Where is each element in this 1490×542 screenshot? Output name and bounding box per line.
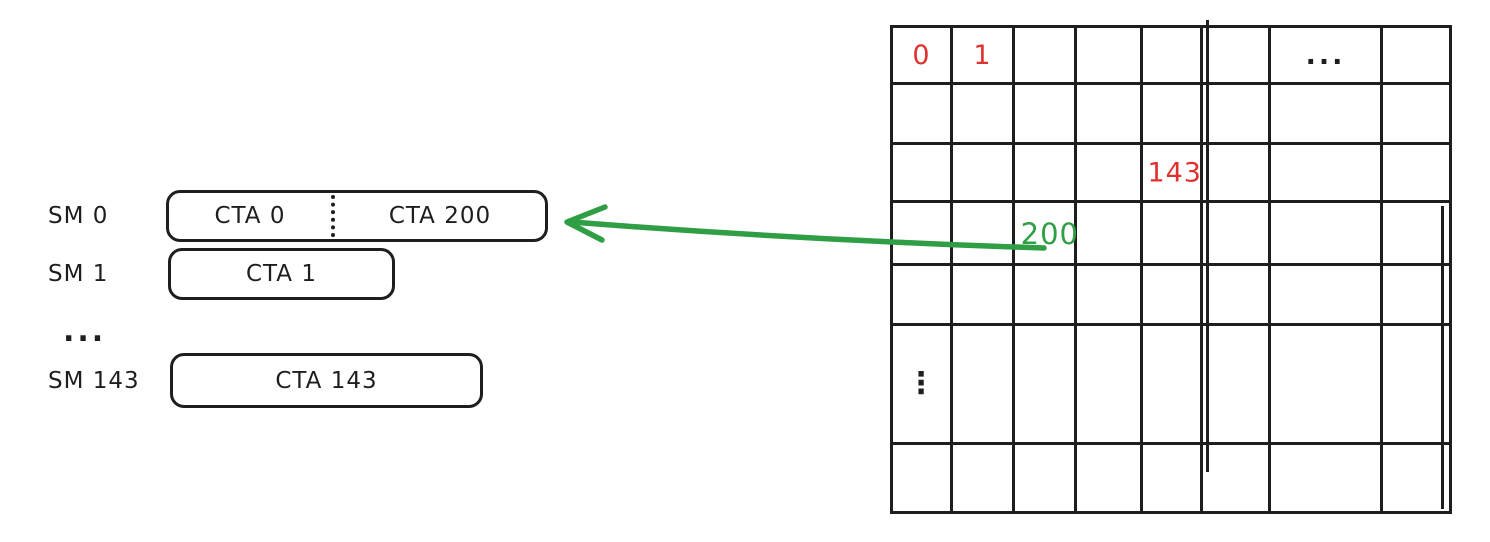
grid-cell-r2c3	[1077, 145, 1143, 203]
grid-cell-r6c6	[1271, 445, 1383, 511]
grid-label-r3c2: 200	[1020, 217, 1079, 251]
grid-label-r2c4: 143	[1147, 157, 1202, 188]
grid-cell-r0c0: 0	[893, 28, 953, 85]
grid-cell-r4c5	[1203, 266, 1271, 326]
grid-cell-r5c1	[953, 326, 1015, 445]
cta-grid: 0 1... 143 200 ⋮	[890, 20, 1452, 514]
grid-cell-r0c5	[1203, 28, 1271, 85]
grid-cell-r4c6	[1271, 266, 1383, 326]
grid-cell-r1c6	[1271, 85, 1383, 145]
grid-cell-r2c2	[1015, 145, 1077, 203]
grid-cell-r6c7	[1383, 445, 1449, 511]
grid-cell-r5c0: ⋮	[893, 326, 953, 445]
grid-cell-r4c3	[1077, 266, 1143, 326]
grid-cell-r6c1	[953, 445, 1015, 511]
grid-cell-r4c0	[893, 266, 953, 326]
grid-cell-r1c0	[893, 85, 953, 145]
grid-label-r0c6: ...	[1305, 39, 1346, 71]
grid-cell-r1c7	[1383, 85, 1449, 145]
grid-cell-r3c6	[1271, 203, 1383, 266]
sm-143-label: SM 143	[48, 367, 140, 394]
grid-cell-r6c3	[1077, 445, 1143, 511]
grid-cell-r0c1: 1	[953, 28, 1015, 85]
grid-cell-r0c2	[1015, 28, 1077, 85]
grid-cell-r2c4: 143	[1143, 145, 1203, 203]
grid-cell-r4c4	[1143, 266, 1203, 326]
grid-cell-r4c2	[1015, 266, 1077, 326]
grid-cell-r0c4	[1143, 28, 1203, 85]
grid-cell-r3c2: 200	[1015, 203, 1079, 266]
sm-1-label: SM 1	[48, 261, 109, 287]
sm-0-label: SM 0	[48, 203, 109, 229]
grid-cell-r3c3	[1077, 203, 1143, 266]
grid-cell-r1c1	[953, 85, 1015, 145]
sm-row-1: SM 1 CTA 1	[0, 248, 420, 300]
grid-cell-r3c0	[893, 203, 953, 266]
grid-label-r5c0: ⋮	[906, 365, 937, 401]
hand-drawn-double-line-artifact	[1206, 20, 1209, 472]
grid-cell-r0c7	[1383, 28, 1449, 85]
grid-cell-r4c1	[953, 266, 1015, 326]
cta-0-label: CTA 0	[214, 203, 286, 229]
grid-label-r0c0: 0	[912, 39, 931, 71]
grid-cell-r6c4	[1143, 445, 1203, 511]
grid-label-r0c1: 1	[973, 39, 992, 71]
hand-drawn-double-edge-artifact	[1441, 206, 1444, 509]
grid-cell-r2c5	[1203, 145, 1271, 203]
sm-row-143: SM 143 CTA 143	[0, 353, 500, 408]
sm-143-cta-box: CTA 143	[170, 353, 483, 408]
grid-cell-r6c5	[1203, 445, 1271, 511]
cta-1-label: CTA 1	[245, 261, 317, 287]
grid-cell-r1c4	[1143, 85, 1203, 145]
grid-cell-r6c0	[893, 445, 953, 511]
grid-cell-r2c0	[893, 145, 953, 203]
sm-list-ellipsis: ...	[63, 314, 107, 349]
cta-box-dotted-divider	[331, 195, 335, 237]
grid-cell-r3c5	[1203, 203, 1271, 266]
grid-cell-r6c2	[1015, 445, 1077, 511]
grid-cell-r5c5	[1203, 326, 1271, 445]
cta-143-label: CTA 143	[275, 367, 378, 394]
grid-cell-r0c6: ...	[1271, 28, 1383, 85]
grid-cell-r5c6	[1271, 326, 1383, 445]
cta-200-label: CTA 200	[388, 203, 492, 229]
grid-cell-r1c5	[1203, 85, 1271, 145]
sm-row-0: SM 0 CTA 0 CTA 200	[0, 190, 560, 242]
grid-cell-r1c2	[1015, 85, 1077, 145]
grid-cell-r5c3	[1077, 326, 1143, 445]
grid-cell-r1c3	[1077, 85, 1143, 145]
grid-cell-r5c7	[1383, 326, 1449, 445]
grid-cell-r2c6	[1271, 145, 1383, 203]
grid-cell-r5c2	[1015, 326, 1077, 445]
sm-1-cta-box: CTA 1	[168, 248, 395, 300]
grid-cell-r3c1	[953, 203, 1015, 266]
sm-0-cta-box: CTA 0 CTA 200	[166, 190, 548, 242]
grid-cell-r5c4	[1143, 326, 1203, 445]
grid-cell-r4c7	[1383, 266, 1449, 326]
grid-cell-r2c7	[1383, 145, 1449, 203]
grid-cell-r0c3	[1077, 28, 1143, 85]
grid-cell-r3c4	[1143, 203, 1203, 266]
grid-cell-r3c7	[1383, 203, 1449, 266]
grid-cell-r2c1	[953, 145, 1015, 203]
